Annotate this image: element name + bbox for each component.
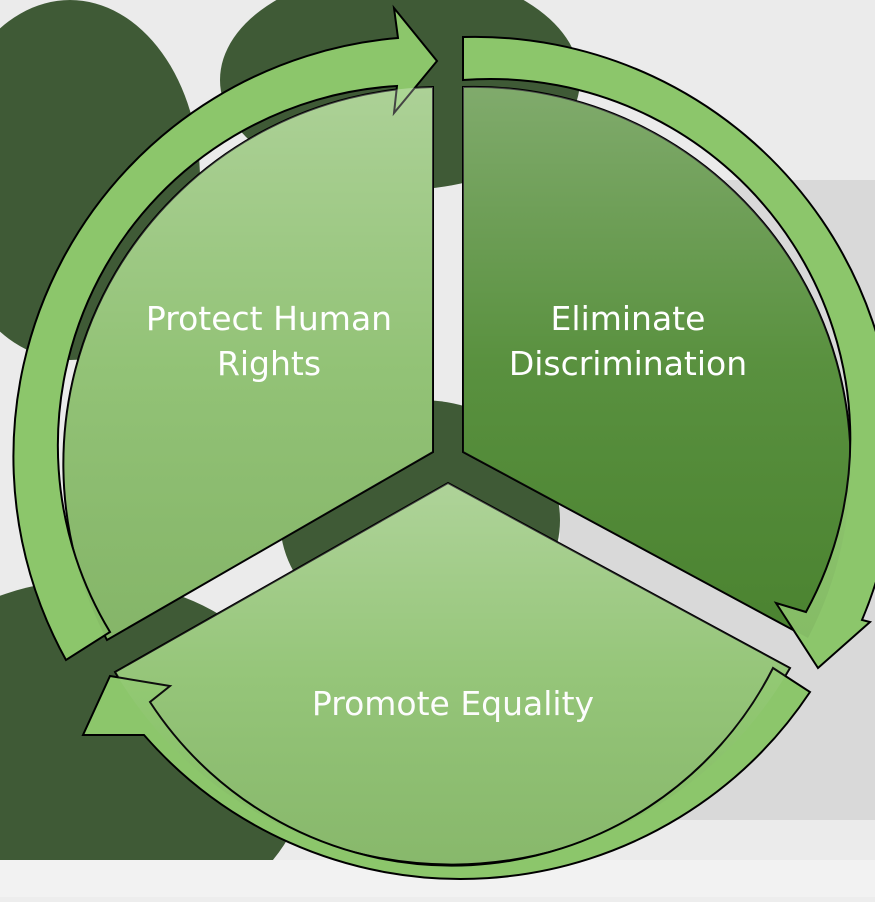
segment-label-promote: Promote Equality — [312, 684, 594, 723]
segment-label-protect-1: Protect Human — [146, 299, 392, 338]
segment-label-eliminate-1: Eliminate — [551, 299, 706, 338]
segment-label-eliminate-2: Discrimination — [509, 344, 747, 383]
segment-label-protect-2: Rights — [217, 344, 321, 383]
